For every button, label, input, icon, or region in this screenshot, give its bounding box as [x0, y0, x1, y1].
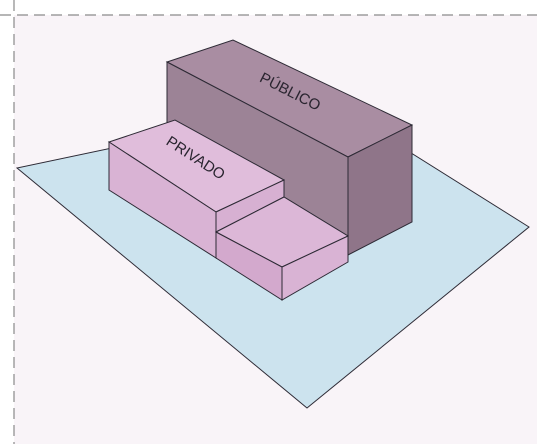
private-low-block-side-face [281, 235, 349, 301]
public-block-side-face [347, 124, 413, 256]
